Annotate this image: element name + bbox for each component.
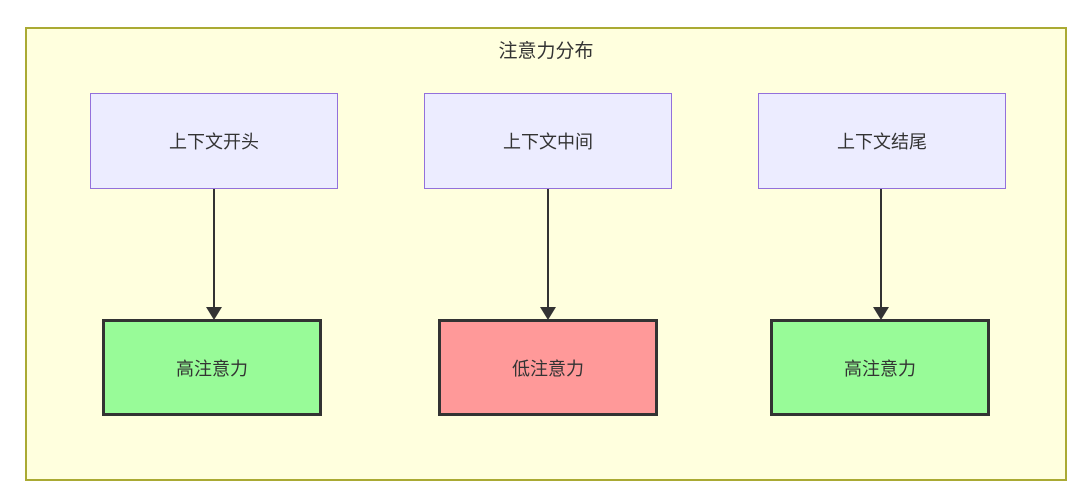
diagram-title: 注意力分布 — [498, 41, 594, 62]
arrowhead-down-icon — [873, 307, 889, 320]
node-high-attention-right-label: 高注意力 — [844, 358, 916, 379]
node-context-end: 上下文结尾 — [758, 93, 1006, 189]
node-context-middle-label: 上下文中间 — [503, 132, 593, 152]
node-context-middle: 上下文中间 — [424, 93, 672, 189]
node-low-attention: 低注意力 — [438, 319, 658, 416]
arrow-middle-to-low-icon — [540, 189, 556, 320]
node-context-end-label: 上下文结尾 — [837, 132, 927, 152]
node-context-start-label: 上下文开头 — [169, 132, 259, 152]
node-context-start: 上下文开头 — [90, 93, 338, 189]
node-high-attention-left: 高注意力 — [102, 319, 322, 416]
node-high-attention-left-label: 高注意力 — [176, 358, 248, 379]
arrow-end-to-high-icon — [873, 189, 889, 320]
node-high-attention-right: 高注意力 — [770, 319, 990, 416]
arrow-shaft — [213, 189, 215, 307]
arrow-shaft — [547, 189, 549, 307]
arrowhead-down-icon — [206, 307, 222, 320]
arrowhead-down-icon — [540, 307, 556, 320]
arrow-shaft — [880, 189, 882, 307]
arrow-start-to-high-icon — [206, 189, 222, 320]
node-low-attention-label: 低注意力 — [512, 358, 584, 379]
